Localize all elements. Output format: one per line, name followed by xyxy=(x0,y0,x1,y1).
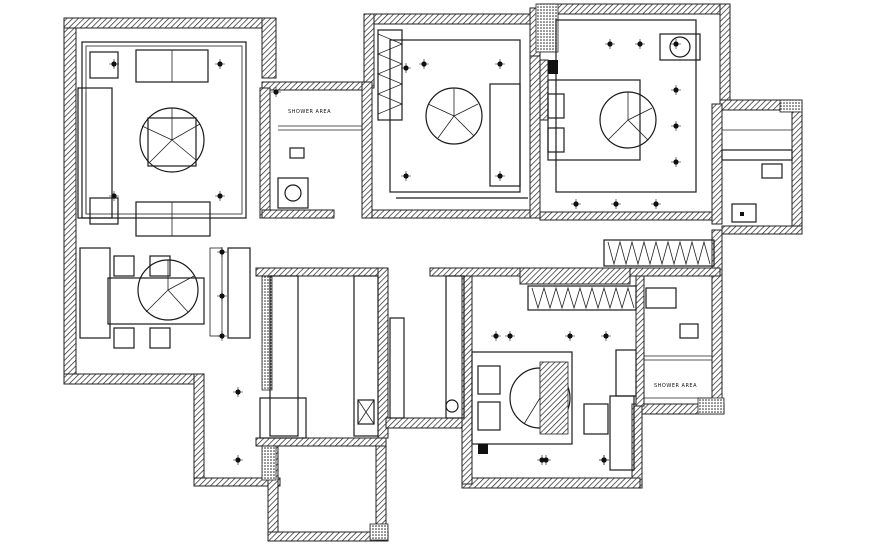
ceiling-light-crosshair xyxy=(217,331,227,341)
ceiling-light-crosshair xyxy=(671,39,681,49)
column-fill xyxy=(261,3,803,541)
ceiling-light-crosshair xyxy=(571,199,581,209)
ceiling-light-crosshair xyxy=(217,291,227,301)
ceiling-light-crosshair xyxy=(671,157,681,167)
ceiling-light-crosshair xyxy=(491,331,501,341)
ceiling-light-crosshair xyxy=(233,387,243,397)
shower-area-label-2: SHOWER AREA xyxy=(654,383,697,389)
ceiling-light-crosshair xyxy=(217,247,227,257)
bedroom-2 xyxy=(376,29,528,199)
shower-area-label-1: SHOWER AREA xyxy=(288,109,331,115)
master-bedroom xyxy=(547,19,701,193)
bathroom-2 xyxy=(721,129,793,223)
ceiling-light-crosshair xyxy=(505,331,515,341)
ceiling-light-crosshair xyxy=(401,63,411,73)
ceiling-light-crosshair xyxy=(271,87,281,97)
ceiling-light-crosshair xyxy=(541,455,551,465)
ceiling-light-crosshair xyxy=(671,121,681,131)
ceiling-light-crosshair xyxy=(611,199,621,209)
ceiling-light-crosshair xyxy=(215,191,225,201)
ceiling-light-crosshair xyxy=(233,455,243,465)
dining-area xyxy=(79,247,251,349)
ceiling-light-crosshair xyxy=(565,331,575,341)
ceiling-light-crosshair xyxy=(419,59,429,69)
kitchen xyxy=(259,275,465,439)
interior-walls xyxy=(255,55,723,447)
ceiling-light-crosshair xyxy=(605,39,615,49)
ceiling-light-crosshair xyxy=(495,171,505,181)
living-room xyxy=(77,41,247,237)
bedroom-3 xyxy=(471,349,637,471)
ceiling-light-crosshair xyxy=(109,191,119,201)
ceiling-light-crosshair xyxy=(635,39,645,49)
wardrobe-2 xyxy=(527,285,637,311)
bathroom-1: SHOWER AREA xyxy=(277,109,362,209)
ceiling-light-crosshair xyxy=(495,59,505,69)
ceiling-light-crosshair xyxy=(601,331,611,341)
ceiling-light-crosshair xyxy=(109,59,119,69)
ceiling-lights xyxy=(109,39,681,465)
ceiling-light-crosshair xyxy=(671,85,681,95)
ceiling-light-crosshair xyxy=(215,59,225,69)
ceiling-light-crosshair xyxy=(651,199,661,209)
wardrobe-1 xyxy=(603,239,715,267)
ceiling-light-crosshair xyxy=(599,455,609,465)
ceiling-light-crosshair xyxy=(401,171,411,181)
bathroom-3: SHOWER AREA xyxy=(644,287,712,399)
